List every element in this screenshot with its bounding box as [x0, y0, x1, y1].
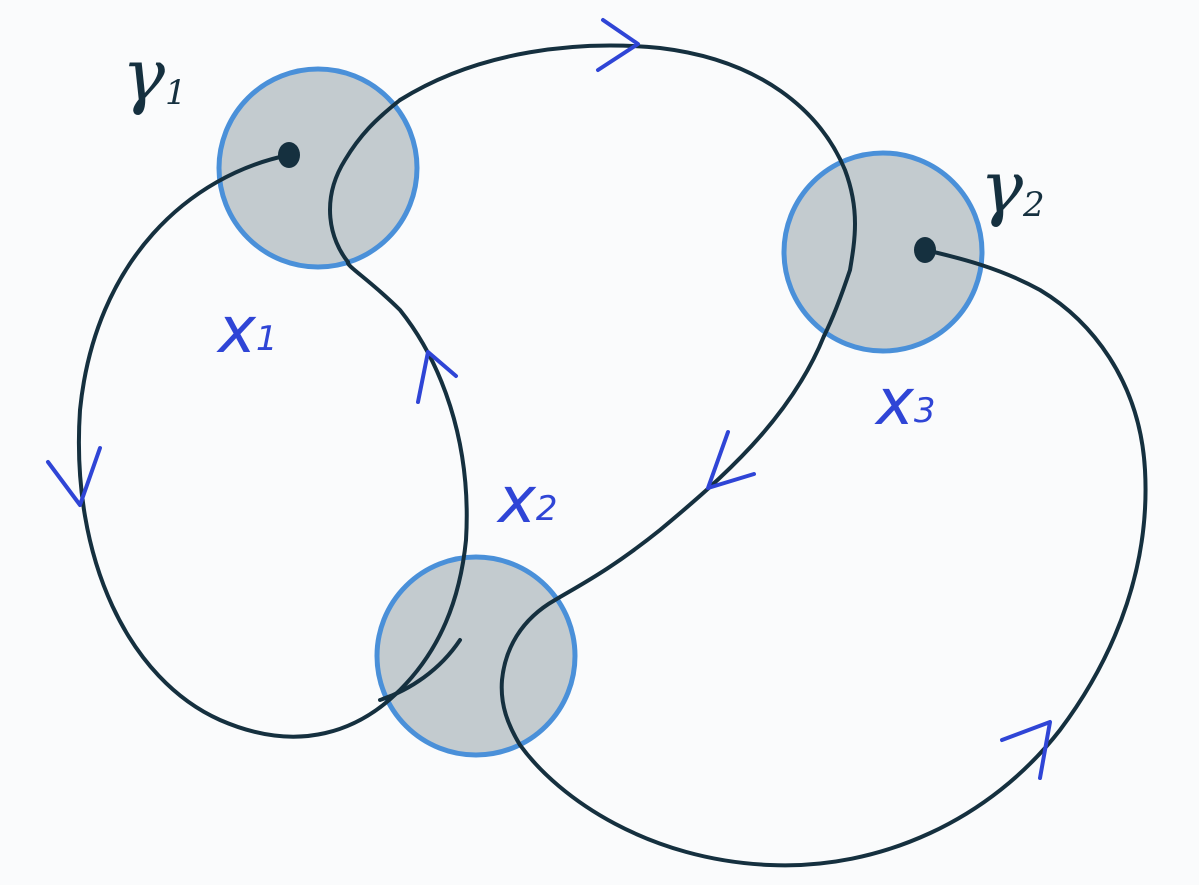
arrow-center-up: [416, 350, 458, 404]
disk-x3: [781, 150, 985, 354]
label-x1: x1: [216, 294, 278, 368]
label-gamma2: γ2: [980, 145, 1045, 229]
arrow-left: [46, 446, 102, 507]
label-gamma1: γ1: [122, 33, 187, 117]
curve-x2-crossing: [378, 638, 462, 702]
disk-x2: [374, 554, 578, 758]
label-x2: x2: [496, 464, 558, 538]
curve-top-arc: [398, 43, 857, 338]
curve-right-loop: [518, 248, 1148, 868]
curve-middle-diagonal: [499, 334, 826, 747]
arrow-bottom-right: [1000, 720, 1052, 780]
arrow-top: [596, 18, 640, 72]
curve-x1-inner: [328, 98, 402, 264]
point-gamma2: [914, 237, 936, 263]
arrow-diagonal: [706, 430, 756, 490]
curve-left-loop: [77, 153, 469, 739]
point-gamma1: [278, 142, 300, 168]
disk-x1: [216, 66, 420, 270]
label-x3: x3: [874, 366, 936, 440]
